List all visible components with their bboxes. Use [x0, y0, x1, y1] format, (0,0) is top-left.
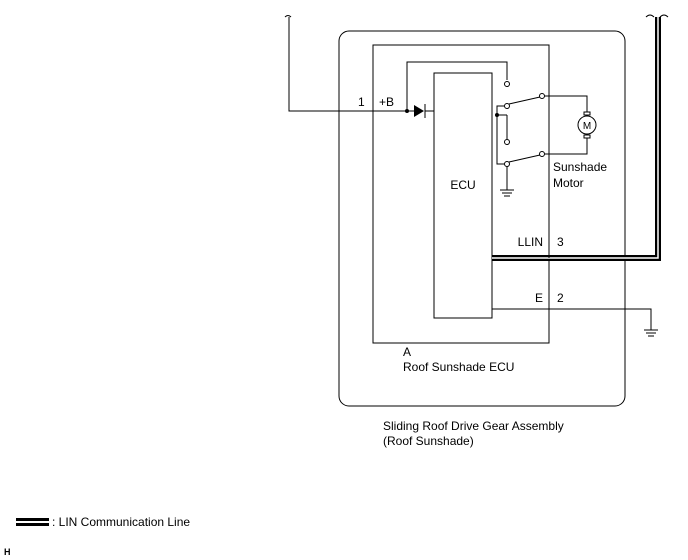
ecu-label: ECU [450, 178, 475, 192]
motor-symbol: M [583, 121, 591, 132]
relay-contact [504, 103, 510, 109]
pin-3-name: LLIN [518, 235, 543, 249]
ecu-block [433, 72, 493, 319]
pin-2-number: 2 [557, 291, 564, 305]
relay-contact [504, 81, 510, 87]
assembly-outline [338, 30, 626, 407]
motor-brush [583, 134, 591, 139]
relay-contact [504, 139, 510, 145]
motor-label-line2: Motor [553, 176, 584, 190]
motor-brush [583, 111, 591, 116]
legend-line-icon-inner [16, 521, 49, 523]
lin-line-break [645, 14, 669, 18]
power-wire-break [284, 15, 292, 18]
legend-text: : LIN Communication Line [52, 515, 190, 529]
pin-3-number: 3 [557, 235, 564, 249]
lin-line-outer [492, 17, 661, 261]
ground-wire [492, 308, 652, 330]
relay-contact [539, 93, 545, 99]
diode-icon [414, 105, 424, 117]
relay-common-wire [496, 105, 504, 165]
relay-supply-wire [406, 61, 508, 111]
motor-label-line1: Sunshade [553, 160, 607, 174]
relay-switch-arm [508, 154, 541, 163]
connector-letter: A [403, 345, 411, 359]
corner-mark: H [4, 547, 11, 557]
motor-wire [545, 136, 588, 155]
motor-icon [577, 115, 597, 135]
pin-2-name: E [535, 291, 543, 305]
relay-contact [504, 161, 510, 167]
ecu-module-outline [372, 44, 550, 344]
pin-1-number: 1 [358, 95, 365, 109]
pin-1-name: +B [379, 95, 394, 109]
power-wire [288, 17, 414, 112]
relay-contact [539, 151, 545, 157]
assembly-name-line2: (Roof Sunshade) [383, 434, 474, 448]
motor-wire [545, 95, 588, 114]
assembly-name-line1: Sliding Roof Drive Gear Assembly [383, 419, 564, 433]
lin-line-inner [492, 17, 659, 259]
ecu-component-name: Roof Sunshade ECU [403, 360, 514, 374]
relay-switch-arm [508, 96, 541, 105]
